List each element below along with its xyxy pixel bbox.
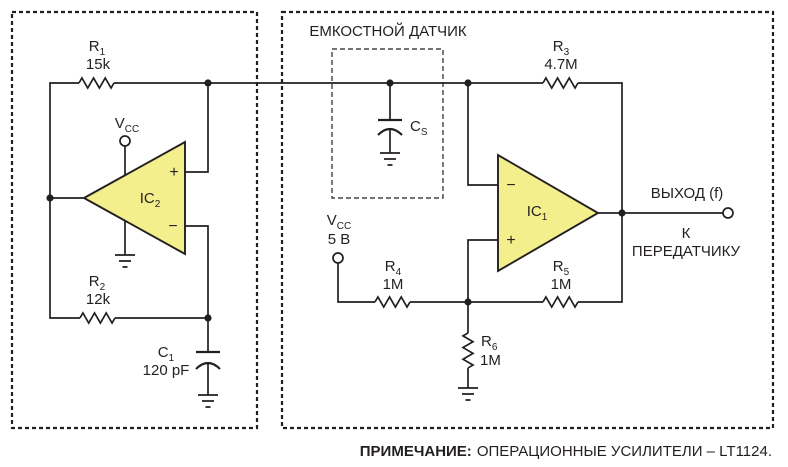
- r2-label: R2: [89, 273, 106, 293]
- c1-ref: C: [158, 344, 169, 361]
- resistor-r5: [542, 295, 579, 309]
- vcc-terminal-bias: [332, 252, 344, 264]
- cs-sub: S: [421, 127, 428, 138]
- bias-vcc-ref: V: [327, 212, 337, 229]
- r3-value: 4.7M: [544, 56, 577, 73]
- r6-label: R6: [481, 333, 498, 353]
- junction-dot: [204, 314, 212, 322]
- junction-dot: [46, 194, 54, 202]
- c1-label: C1: [158, 344, 175, 364]
- ic1-sub: 1: [542, 212, 548, 223]
- ground-icon: [380, 152, 400, 166]
- ground-icon: [198, 394, 218, 408]
- capacitor-c1: [195, 350, 221, 370]
- output-destination-line1: К: [682, 225, 691, 242]
- ground-icon: [458, 387, 478, 401]
- resistor-r3: [542, 76, 579, 90]
- wire-r3-r5-feedback: [578, 82, 623, 303]
- wire-ic1-inverting: [467, 83, 498, 186]
- output-terminal: [722, 207, 734, 219]
- opamp-ic1-body: [497, 153, 600, 273]
- r1-value: 15k: [86, 56, 111, 73]
- bias-vcc-sub: CC: [337, 221, 351, 232]
- vcc-terminal-ic2: [119, 135, 131, 147]
- r6-sub: 6: [492, 342, 498, 353]
- bias-vcc-label: VCC: [327, 212, 351, 232]
- junction-dot: [386, 79, 394, 87]
- junction-dot: [464, 79, 472, 87]
- footnote: ПРИМЕЧАНИЕ: ОПЕРАЦИОННЫЕ УСИЛИТЕЛИ – LT11…: [360, 443, 772, 460]
- wire-r2-left: [49, 198, 80, 319]
- cs-label: CS: [410, 118, 428, 138]
- r3-label: R3: [553, 38, 570, 58]
- r3-sub: 3: [564, 47, 570, 58]
- footnote-text: ОПЕРАЦИОННЫЕ УСИЛИТЕЛИ – LT1124.: [477, 443, 772, 460]
- cs-ref: C: [410, 118, 421, 135]
- sensor-title: ЕМКОСТНОЙ ДАТЧИК: [309, 22, 467, 40]
- junction-dot: [618, 209, 626, 217]
- wire-ic1-noninverting: [467, 239, 498, 333]
- ic2-vcc-ref: V: [115, 115, 125, 132]
- capacitive-sensor-border: [331, 48, 444, 199]
- r2-value: 12k: [86, 291, 111, 308]
- ic1-plus-pin-label: +: [506, 232, 515, 249]
- ic2-vcc-label: VCC: [115, 115, 139, 135]
- wire-ic2-inverting: [185, 225, 209, 352]
- ic1-minus-pin-label: −: [506, 177, 515, 194]
- footnote-label: ПРИМЕЧАНИЕ:: [360, 443, 472, 460]
- capacitor-cs: [377, 118, 403, 136]
- capacitor-c1-curved-plate: [195, 361, 221, 370]
- r5-value: 1M: [551, 276, 572, 293]
- r2-sub: 2: [100, 282, 106, 293]
- r1-sub: 1: [100, 47, 106, 58]
- ic2-ref: IC: [140, 190, 155, 207]
- wire-ic2-noninverting: [185, 83, 209, 173]
- junction-dot: [464, 298, 472, 306]
- r2-ref: R: [89, 273, 100, 290]
- r1-label: R1: [89, 38, 106, 58]
- ic2-vcc-sub: CC: [125, 124, 139, 135]
- resistor-r2: [79, 311, 116, 325]
- labels: ЕМКОСТНОЙ ДАТЧИК R1 15k R2 12k R3 4.7M R…: [86, 22, 772, 460]
- output-label: ВЫХОД (f): [651, 185, 724, 202]
- r5-label: R5: [553, 258, 570, 278]
- ic1-label: IC1: [527, 203, 548, 223]
- capacitor-cs-curved-plate: [377, 127, 403, 136]
- oscillator-block-border: [10, 10, 259, 430]
- resistor-r6: [461, 332, 475, 369]
- resistor-r4: [374, 295, 411, 309]
- r1-ref: R: [89, 38, 100, 55]
- wire-vcc-bias: [337, 263, 375, 303]
- ground-icon: [115, 254, 135, 268]
- r5-ref: R: [553, 258, 564, 275]
- ic2-plus-pin-label: +: [169, 164, 178, 181]
- r4-label: R4: [385, 258, 402, 278]
- ic2-sub: 2: [155, 199, 161, 210]
- output-destination-line2: ПЕРЕДАТЧИКУ: [632, 243, 741, 260]
- r4-sub: 4: [396, 267, 402, 278]
- opamp-ic2-body: [82, 140, 186, 256]
- c1-value: 120 pF: [143, 362, 190, 379]
- junctions: [46, 79, 626, 322]
- ic2-label: IC2: [140, 190, 161, 210]
- r5-sub: 5: [564, 267, 570, 278]
- junction-dot: [204, 79, 212, 87]
- bias-vcc-value: 5 В: [328, 231, 351, 248]
- c1-sub: 1: [169, 353, 175, 364]
- r6-value: 1M: [480, 352, 501, 369]
- r4-ref: R: [385, 258, 396, 275]
- r6-ref: R: [481, 333, 492, 350]
- resistor-r1: [78, 76, 115, 90]
- wire-r1-left: [49, 82, 79, 198]
- sensor-interface-block-border: [280, 10, 775, 430]
- r3-ref: R: [553, 38, 564, 55]
- ic1-ref: IC: [527, 203, 542, 220]
- ic2-minus-pin-label: −: [168, 218, 177, 235]
- r4-value: 1M: [383, 276, 404, 293]
